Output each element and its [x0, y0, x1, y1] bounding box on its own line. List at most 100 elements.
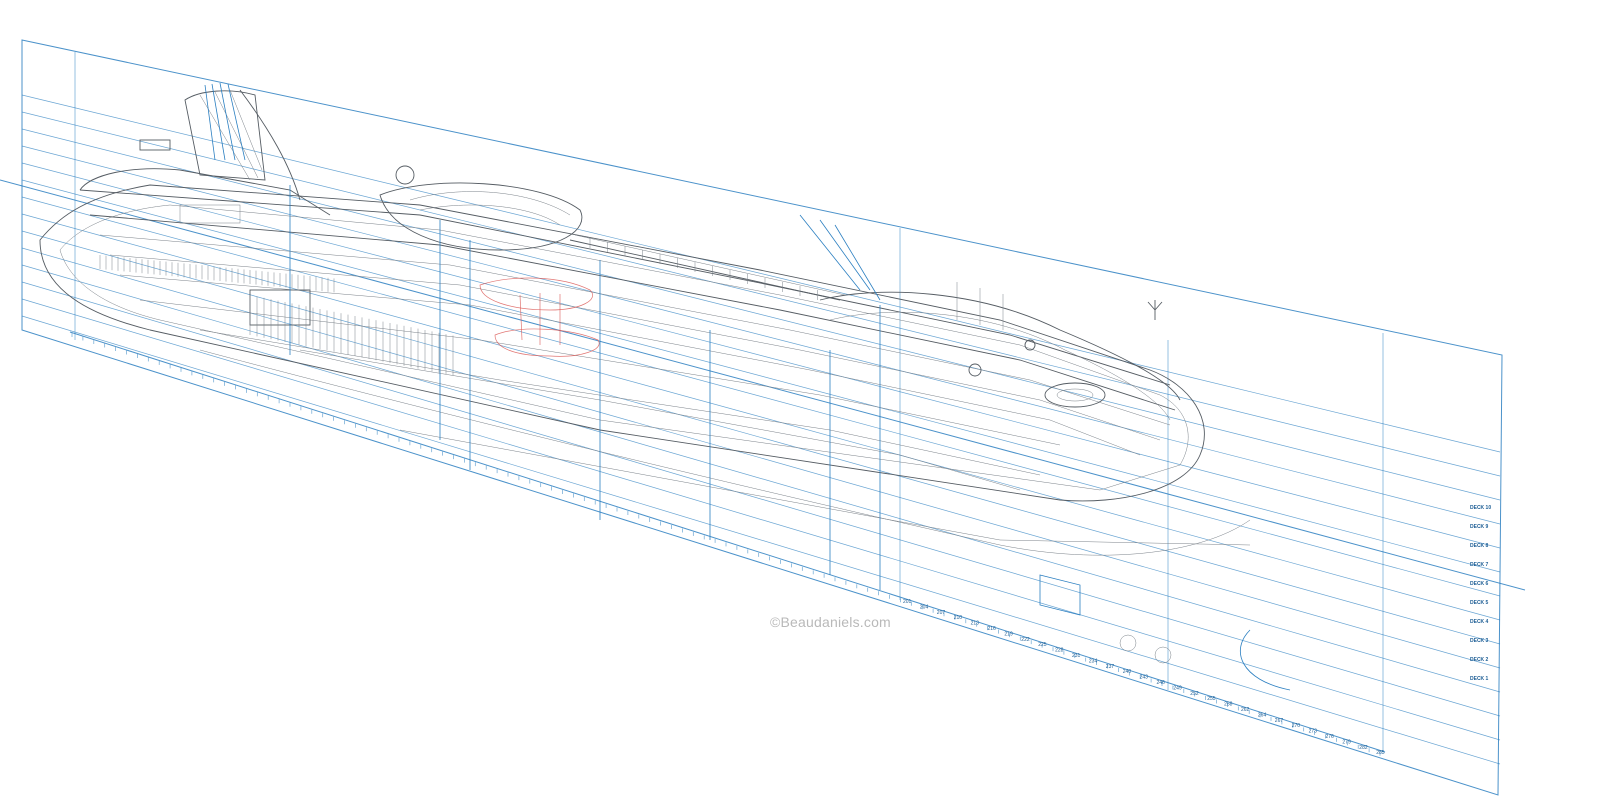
frame-label: 234 [1089, 658, 1098, 664]
deck-line [21, 281, 1501, 717]
forward-funnel [184, 90, 266, 181]
sun-deck [79, 168, 331, 216]
deck-line [21, 94, 1501, 453]
frame-ruler-line [69, 331, 1386, 753]
radar-dome [395, 165, 415, 185]
pool-area [179, 204, 241, 224]
frame-label: 270 [1292, 723, 1301, 729]
deck-label: DECK 5 [1470, 600, 1489, 606]
frame-label: 228 [1055, 648, 1064, 654]
frame-label: 273 [1309, 729, 1318, 735]
baseline-group [0, 179, 1526, 753]
grid-frame [21, 39, 1503, 796]
promenade-deck-line [79, 189, 1171, 386]
forward-superstructure [79, 82, 331, 326]
deck-line [21, 213, 1501, 621]
deck-line [21, 179, 1501, 573]
theater-dome [379, 182, 583, 251]
mid-superstructure [379, 165, 846, 357]
deck-label: DECK 2 [1470, 657, 1489, 663]
section-markers [289, 185, 881, 590]
frame-label: 216 [988, 626, 997, 632]
deck-line [21, 162, 1501, 549]
aft-antennas [956, 282, 1004, 330]
railing-posts [589, 238, 818, 300]
propeller-2 [1154, 646, 1172, 664]
propeller-1 [1119, 634, 1137, 652]
section-verticals [289, 185, 881, 590]
frame-label: 279 [1342, 739, 1351, 745]
windows-row [99, 255, 454, 376]
railing-top [574, 234, 846, 296]
deck-band-6 [199, 329, 1041, 476]
frame-label: 285 [1376, 750, 1385, 756]
deck-line [21, 315, 1501, 765]
highlight-zone-1 [479, 277, 593, 311]
frame-label: 213 [971, 621, 980, 627]
deck-label: DECK 10 [1470, 505, 1491, 511]
deck-label: DECK 3 [1470, 638, 1489, 644]
bridge-wing [139, 139, 171, 151]
deck-line [21, 196, 1501, 597]
hull-outline [39, 184, 1205, 502]
lower-hull-line [399, 429, 1251, 546]
frame-label: 204 [920, 604, 929, 610]
stern-letter-curve [1240, 629, 1291, 691]
frame-label: 262 [1241, 707, 1250, 713]
stern-antenna [1147, 300, 1163, 320]
aft-mast [799, 214, 881, 301]
deck-label: DECK 1 [1470, 676, 1489, 682]
deck-lines [21, 94, 1501, 765]
frame-label: 201 [903, 599, 912, 605]
frame-label: 210 [954, 615, 963, 621]
frame-label: 219 [1004, 631, 1013, 637]
frame-label: 276 [1326, 734, 1335, 740]
deck-band-3 [109, 254, 1161, 441]
rudder-block [1039, 574, 1081, 616]
funnel-ribs [199, 89, 263, 181]
frame-label: 222 [1021, 637, 1030, 643]
waterline [0, 179, 1526, 591]
frame-label: 255 [1207, 696, 1216, 702]
ship-hull [39, 184, 1251, 556]
frame-label: 225 [1038, 642, 1047, 648]
aft-radome [968, 363, 982, 377]
frame-label: 246 [1157, 680, 1166, 686]
deck-label: DECK 6 [1470, 581, 1489, 587]
highlight-verticals [519, 293, 561, 345]
deck-band-2 [99, 234, 1171, 426]
deck-label: DECK 8 [1470, 543, 1489, 549]
funnel-curve [239, 89, 301, 201]
watermark: ©Beaudaniels.com [770, 614, 891, 630]
aft-deck-curve [819, 291, 1181, 401]
frame-ruler [71, 333, 1381, 756]
frame-label: 240 [1123, 669, 1132, 675]
deck-band-4 [119, 274, 1141, 456]
aft-pool [1044, 382, 1106, 408]
deck-line [21, 247, 1501, 669]
deck-line [21, 264, 1501, 693]
deck-line [21, 145, 1501, 525]
deck-band-1 [89, 214, 1176, 411]
grid-frame-outline [21, 39, 1503, 796]
frame-label: 243 [1140, 675, 1149, 681]
aft-deck-inner [829, 312, 1171, 421]
deck-band-7 [299, 349, 1021, 491]
mast-lines [204, 82, 246, 161]
atrium-block [249, 289, 311, 326]
deck-line [21, 230, 1501, 645]
frame-label: 267 [1275, 718, 1284, 724]
frame-label: 231 [1072, 653, 1081, 659]
frame-label: 258 [1224, 702, 1233, 708]
dome-rib-2 [419, 204, 561, 226]
frame-label: 207 [937, 610, 946, 616]
deck-line [21, 298, 1501, 741]
deck-label: DECK 9 [1470, 524, 1489, 530]
deck-line [21, 111, 1501, 477]
deck-line [21, 128, 1501, 501]
aft-pool-inner [1056, 388, 1094, 402]
railing-line [569, 239, 841, 301]
